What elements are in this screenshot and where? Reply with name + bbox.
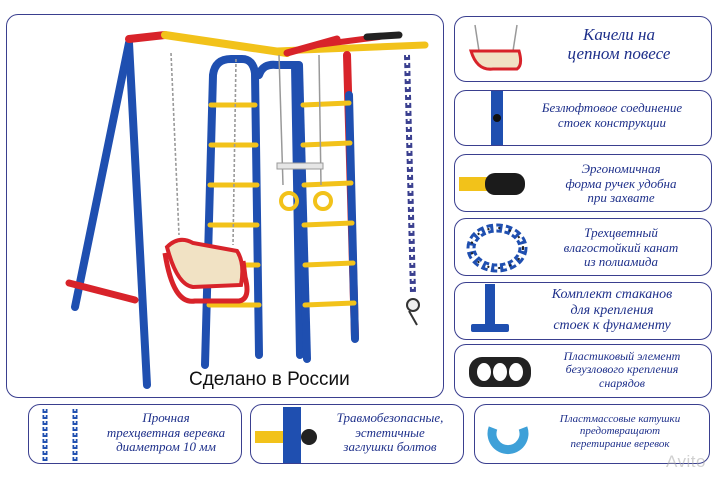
feature-5-line-0: Пластиковый элемент [563, 349, 681, 363]
feature-panel-1: Безлюфтовое соединение стоек конструкции [454, 90, 712, 146]
feature-2-line-2: при захвате [587, 190, 655, 206]
braided-rope-icon [42, 409, 78, 461]
pipe-joint-icon [491, 91, 503, 145]
bolt-cap-icon [255, 407, 317, 463]
plastic-clip-icon [469, 357, 531, 387]
handle-grip-icon [459, 173, 525, 195]
bottom-feature-0-line-2: диаметром 10 мм [116, 439, 216, 455]
product-panel: Сделано в России [6, 14, 444, 398]
feature-0-line-1: цепном повесе [567, 44, 671, 64]
feature-3-line-2: из полиамида [583, 254, 659, 270]
feature-0-line-0: Качели на [583, 25, 655, 44]
bottom-feature-0-line-1: трехцветная веревка [106, 424, 226, 440]
bottom-feature-2-line-1: предотвращают [579, 425, 661, 438]
mount-cup-icon [471, 284, 509, 332]
feature-panel-4: Комплект стаканов для крепления стоек к … [454, 282, 712, 340]
feature-1-line-1: стоек конструкции [557, 114, 667, 130]
feature-3-line-1: влагостойкий канат [563, 239, 679, 255]
made-in-label: Сделано в России [189, 369, 350, 390]
feature-1-line-0: Безлюфтовое соединение [541, 100, 683, 115]
bottom-feature-1-line-2: заглушки болтов [343, 439, 437, 455]
bottom-feature-2-line-2: перетирание веревок [570, 437, 670, 450]
feature-5-line-1: безузлового крепления [565, 362, 679, 377]
bottom-feature-0-line-0: Прочная [142, 410, 190, 425]
bottom-feature-panel-1: Травмобезопасные, эстетичные заглушки бо… [250, 404, 464, 464]
feature-panel-0: Качели на цепном повесе [454, 16, 712, 82]
feature-panel-5: Пластиковый элемент безузлового креплени… [454, 344, 712, 398]
bottom-feature-1-line-1: эстетичные [355, 424, 425, 440]
feature-5-line-2: снарядов [599, 375, 645, 390]
feature-2-line-1: форма ручек удобна [565, 175, 677, 191]
plastic-reel-icon [487, 426, 529, 454]
bottom-feature-panel-0: Прочная трехцветная веревка диаметром 10… [28, 404, 242, 464]
feature-4-line-0: Комплект стаканов [551, 287, 673, 302]
feature-4-line-2: стоек к фунаменту [553, 318, 671, 334]
chain-swing-seat-icon [468, 24, 523, 71]
rope-coil-icon [466, 223, 528, 273]
feature-panel-2: Эргономичная форма ручек удобна при захв… [454, 154, 712, 212]
avito-watermark: Avito [666, 452, 706, 471]
feature-3-line-0: Трехцветный [584, 225, 658, 240]
feature-4-line-1: для крепления [570, 302, 654, 318]
playground-illustration [65, 31, 429, 389]
bottom-feature-1-line-0: Травмобезопасные, [336, 410, 444, 425]
bottom-feature-panel-2: Пластмассовые катушки предотвращают пере… [474, 404, 710, 464]
feature-2-line-0: Эргономичная [581, 161, 661, 176]
bottom-feature-2-line-0: Пластмассовые катушки [559, 413, 681, 425]
feature-panel-3: Трехцветный влагостойкий канат из полиам… [454, 218, 712, 276]
